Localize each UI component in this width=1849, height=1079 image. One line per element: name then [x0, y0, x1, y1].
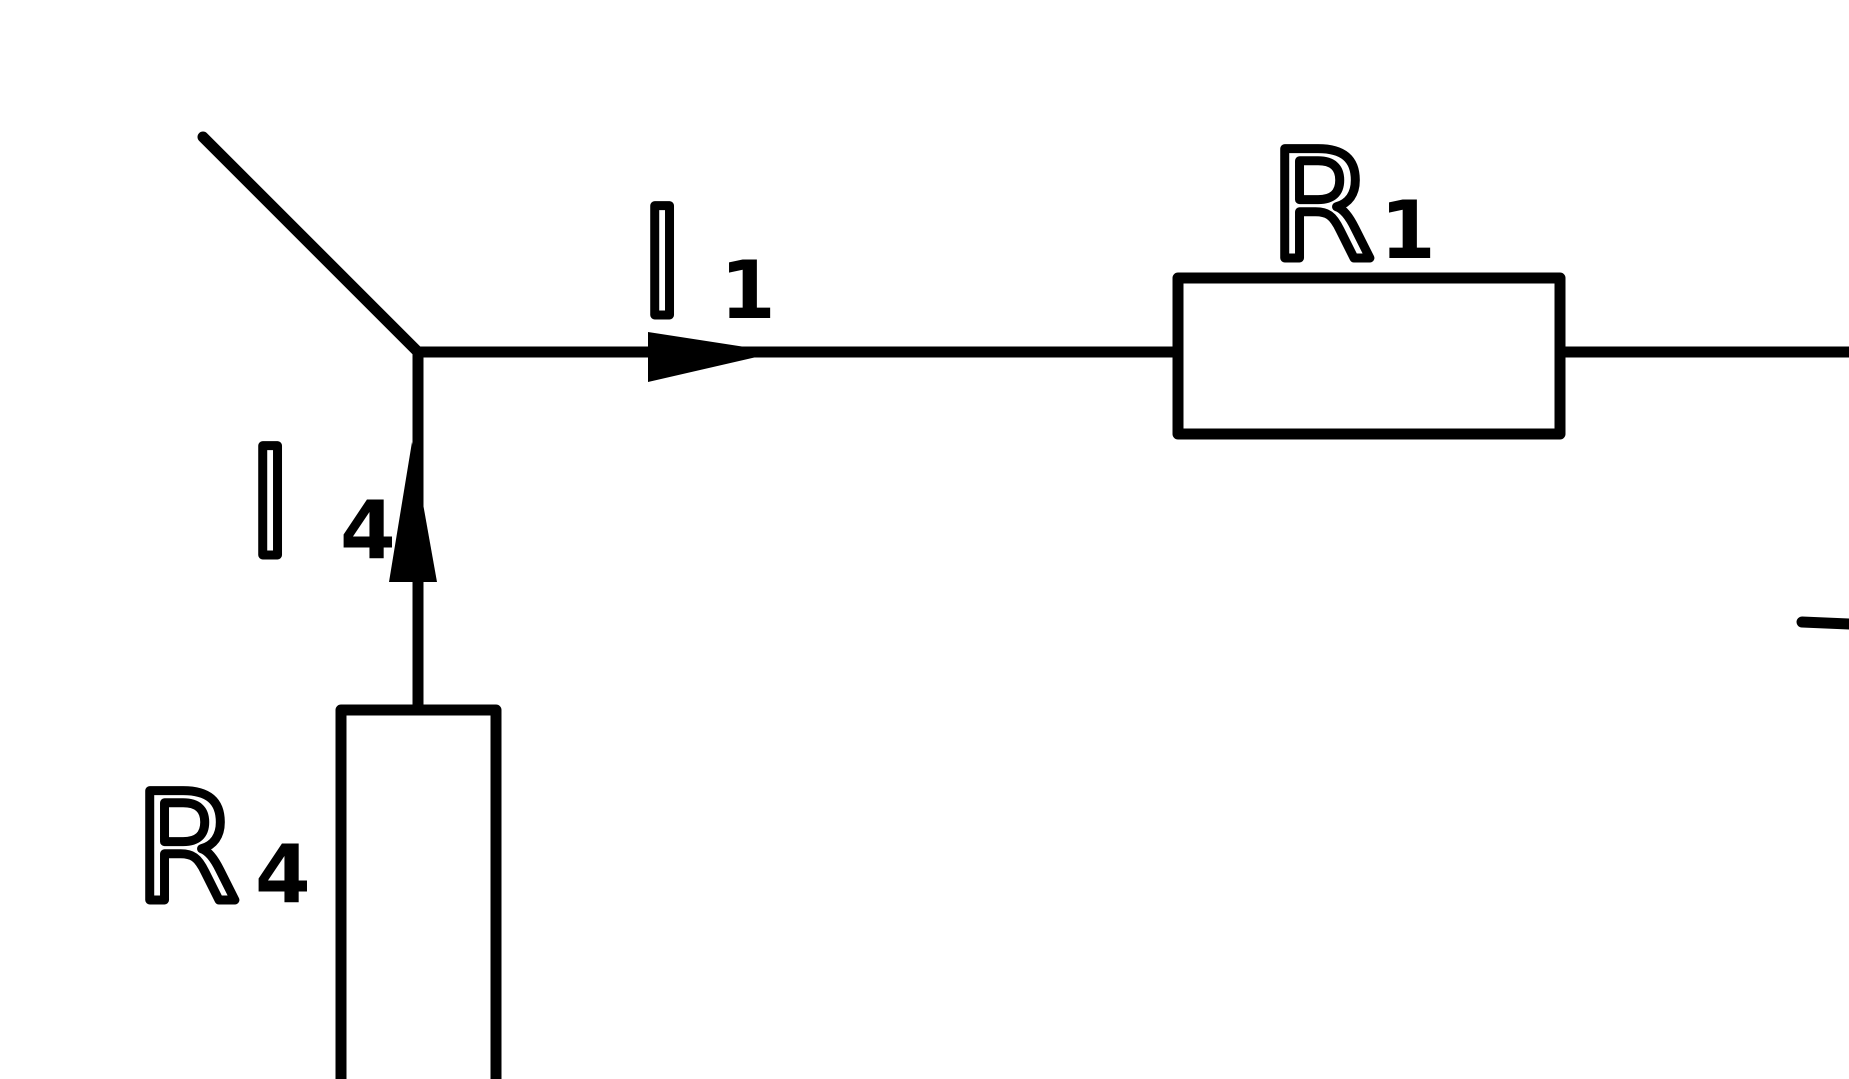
label-i1-letter: I	[640, 177, 684, 351]
current-i1-arrow	[648, 332, 778, 382]
label-r1: R 1	[1266, 116, 1436, 299]
label-r4-index: 4	[255, 828, 311, 921]
label-i4-index: 4	[340, 484, 396, 577]
label-i1-index: 1	[720, 244, 776, 337]
label-r4: R 4	[131, 758, 311, 941]
diagonal-wire	[197, 131, 424, 358]
label-r1-index: 1	[1380, 184, 1436, 277]
label-r4-letter: R	[135, 762, 239, 936]
wires	[197, 131, 1849, 716]
right-edge-stub	[1796, 616, 1849, 630]
current-i4-arrow	[389, 442, 437, 582]
label-i4: I 4	[244, 413, 396, 596]
label-i1: I 1	[636, 173, 776, 356]
label-r1-letter: R	[1270, 120, 1374, 294]
resistor-r1	[1172, 272, 1566, 440]
resistor-r4	[335, 704, 502, 1079]
label-i4-letter: I	[248, 417, 292, 591]
